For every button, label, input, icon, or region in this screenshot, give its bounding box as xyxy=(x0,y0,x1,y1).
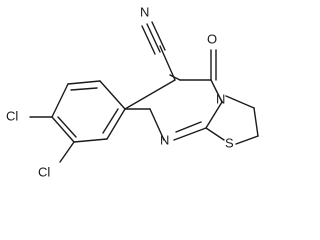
bond-phenyl xyxy=(67,80,101,85)
atom-label-ring-n: N xyxy=(216,91,225,106)
bond-c8a-n8-double xyxy=(175,121,202,133)
bond-s-c8a xyxy=(205,127,225,141)
bond-phenyl xyxy=(51,83,69,118)
molecule-structure-diagram: N O N N S Cl Cl xyxy=(6,4,259,179)
bond-c5-n4 xyxy=(210,79,223,103)
bond-n4-ch2 xyxy=(225,95,255,109)
bond-ch2-s xyxy=(235,135,259,145)
bond-c8a-n8 xyxy=(173,127,207,141)
bond-ch2-ch2 xyxy=(253,107,259,137)
bond-cn-triple-3 xyxy=(141,25,156,55)
bond-c-cl-bottom xyxy=(59,141,75,163)
atom-label-nitrile-n: N xyxy=(140,4,149,19)
core-rings xyxy=(124,74,259,145)
atom-label-chlorine-bottom: Cl xyxy=(38,164,50,179)
bond-c6-cn xyxy=(159,45,176,81)
bond-phenyl-double xyxy=(102,108,119,134)
bond-cn-triple-1 xyxy=(151,21,166,51)
bond-phenyl xyxy=(106,108,126,140)
bond-phenyl-double xyxy=(70,87,98,91)
bond-phenyl xyxy=(73,138,108,143)
atom-label-sulfur: S xyxy=(225,135,234,150)
bond-cn-triple-2 xyxy=(146,23,161,53)
bond-phenyl xyxy=(99,80,126,110)
bond-phenyl xyxy=(51,116,75,143)
atom-label-chlorine-top: Cl xyxy=(6,108,18,123)
atom-label-oxygen: O xyxy=(207,31,217,46)
bond-n4-c8a xyxy=(205,101,223,129)
bond-c7-c6 xyxy=(124,79,176,110)
bond-phenyl-double xyxy=(57,116,77,138)
atom-label-imine-n: N xyxy=(160,132,169,147)
phenyl-ring xyxy=(51,80,126,143)
bond-c7-c6-double xyxy=(169,74,181,81)
bond-n8-c7 xyxy=(149,108,165,141)
